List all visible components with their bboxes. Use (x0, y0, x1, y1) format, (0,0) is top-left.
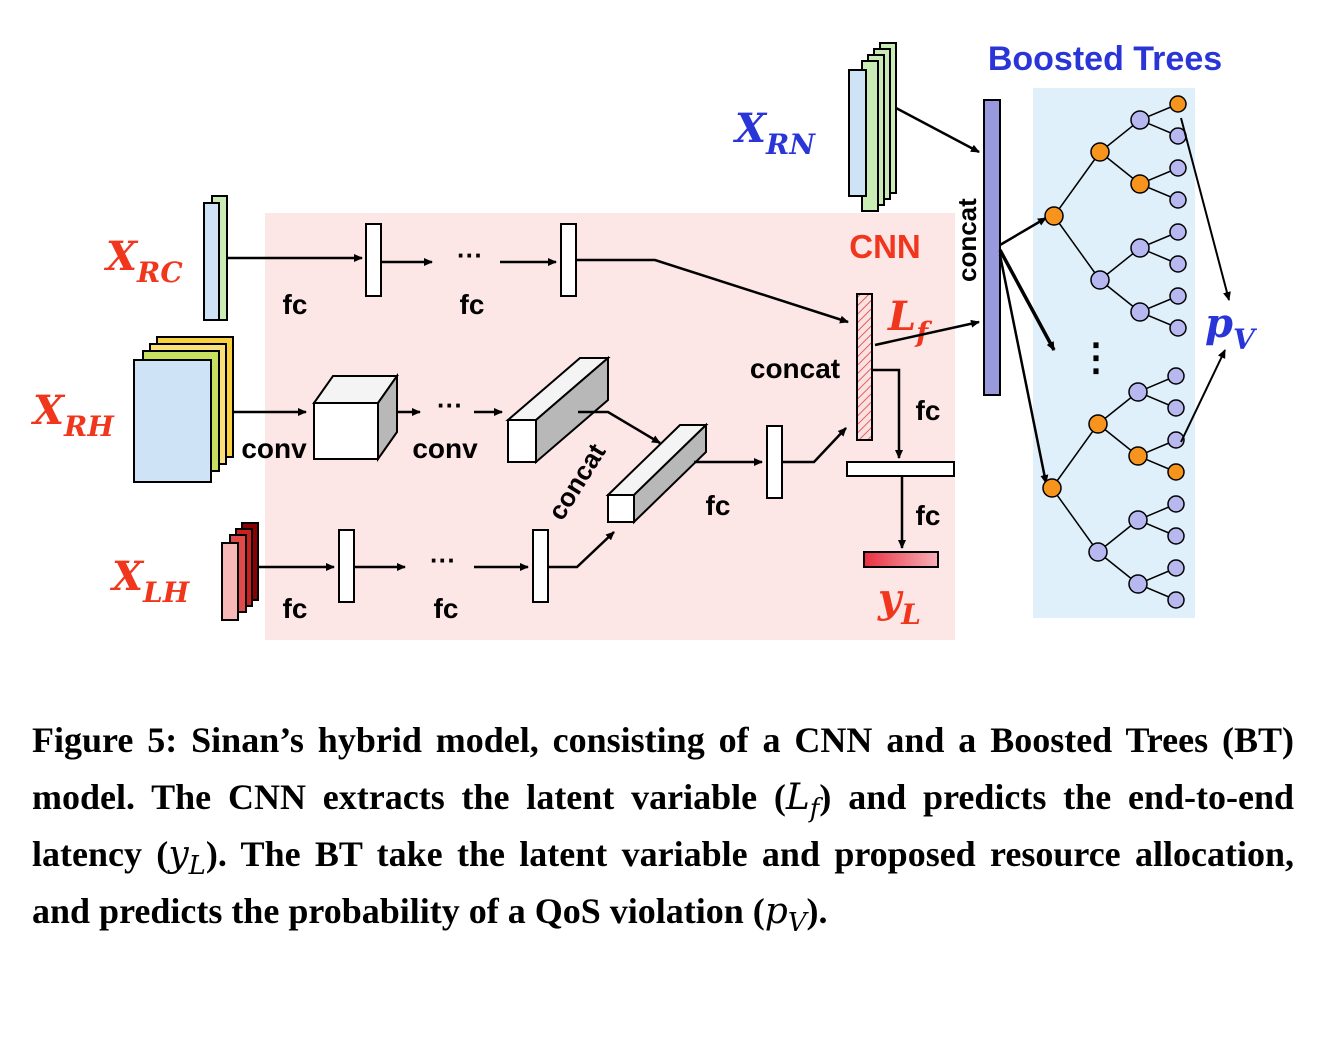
ellipsis-rc: ··· (457, 240, 483, 270)
tree-2-leaf-node (1167, 527, 1185, 545)
boosted-trees (1042, 95, 1187, 609)
tree-2-node (1128, 382, 1148, 402)
boosted-trees-region (1033, 88, 1195, 618)
tree-1-node (1130, 110, 1150, 130)
bt-concat-bar (983, 99, 1001, 396)
tree-2-leaf-node (1167, 463, 1185, 481)
tree-2-node (1128, 446, 1148, 466)
tree-2-node (1128, 574, 1148, 594)
conv-label-1: conv (241, 433, 307, 464)
tree-2-leaf-node (1167, 367, 1185, 385)
tree-2-root-node (1042, 478, 1062, 498)
fc-label-rc-2: fc (460, 289, 485, 320)
fc-layer-rc-1 (365, 223, 382, 297)
fc-layer-lh-2 (532, 529, 549, 603)
lf-concat-bar (856, 293, 873, 441)
tree-1-leaf-node (1169, 287, 1187, 305)
tree-1-node (1130, 238, 1150, 258)
concat-block (605, 422, 709, 525)
hybrid-model-diagram: Boosted Trees CNN XRN XRC ··· fc fc XRH … (30, 40, 1258, 640)
concat-label-cnn: concat (750, 353, 840, 384)
fc-label-mid: fc (706, 490, 731, 521)
cnn-title: CNN (849, 228, 921, 265)
fc-layer-horizontal (846, 461, 955, 477)
tree-1-node (1090, 142, 1110, 162)
tree-1-leaf-node (1169, 159, 1187, 177)
tree-2-node (1088, 542, 1108, 562)
tree-2-leaf-node (1167, 559, 1185, 577)
conv-block-1 (312, 372, 399, 463)
yl-label: yL (877, 575, 921, 631)
fc-label-rc-1: fc (283, 289, 308, 320)
xrc-label: XRC (103, 233, 183, 289)
tree-2-leaf-node (1167, 591, 1185, 609)
tree-1-node (1090, 270, 1110, 290)
fc-label-y: fc (916, 500, 941, 531)
tree-1-leaf-node (1169, 255, 1187, 273)
fc-label-lh-2: fc (434, 593, 459, 624)
xrh-input-stack (133, 336, 234, 483)
tree-1-leaf-node (1169, 319, 1187, 337)
xrn-label: XRN (732, 105, 816, 161)
conv-label-2: conv (412, 433, 478, 464)
tree-1-root-node (1044, 206, 1064, 226)
fc-layer-rc-2 (560, 223, 577, 297)
tree-2-leaf-node (1167, 399, 1185, 417)
yl-output-bar (863, 551, 939, 568)
caption-label: Figure 5: (32, 720, 178, 760)
concat-label-bt: concat (952, 198, 982, 282)
tree-2-leaf-node (1167, 495, 1185, 513)
ellipsis-trees: ⋮ (1077, 337, 1115, 379)
boosted-trees-title: Boosted Trees (988, 40, 1222, 78)
xrc-input (203, 195, 228, 321)
conv-block-2 (505, 355, 611, 465)
tree-2-node (1128, 510, 1148, 530)
tree-2-leaf-node (1167, 431, 1185, 449)
tree-1-node (1130, 174, 1150, 194)
fc-layer-lh-1 (338, 529, 355, 603)
xlh-label: XLH (109, 553, 191, 609)
ellipsis-rh: ··· (437, 390, 463, 420)
xlh-input-stack (221, 522, 259, 621)
xrh-label: XRH (30, 387, 115, 443)
tree-1-leaf-node (1169, 95, 1187, 113)
tree-1-node (1130, 302, 1150, 322)
fc-label-lf: fc (916, 395, 941, 426)
tree-1-leaf-node (1169, 191, 1187, 209)
fc-layer-mid (766, 425, 783, 499)
ellipsis-lh: ··· (430, 545, 456, 575)
tree-1-leaf-node (1169, 223, 1187, 241)
figure-caption: Figure 5: Sinan’s hybrid model, consisti… (32, 720, 1295, 938)
fc-label-lh-1: fc (283, 593, 308, 624)
pv-label: pV (1205, 300, 1258, 356)
tree-2-node (1088, 414, 1108, 434)
xrn-input-stack (848, 42, 897, 212)
